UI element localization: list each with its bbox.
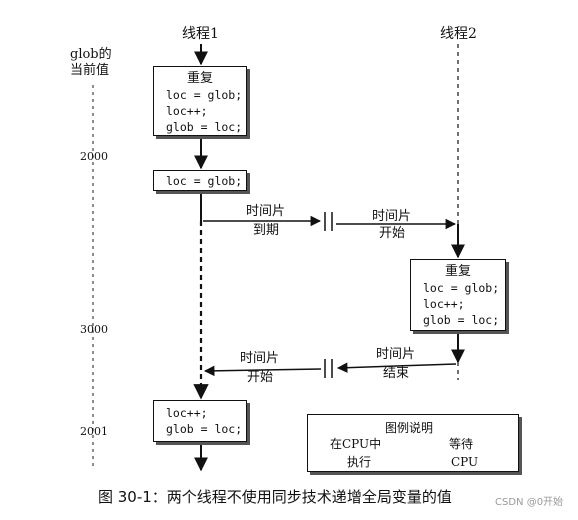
- code-line: loc = glob;: [166, 174, 243, 188]
- glob-value-3000: 3000: [80, 323, 108, 336]
- repeat-heading: 重复: [186, 71, 213, 86]
- switch2-left-arrow: [203, 365, 322, 377]
- event2-right-line2: 结束: [383, 366, 410, 381]
- event2-right-line1: 时间片: [376, 347, 416, 362]
- thread2-title: 线程2: [440, 26, 477, 42]
- code-line: loc = glob;: [423, 281, 500, 295]
- legend-running-top: 在CPU中: [330, 437, 382, 451]
- legend-title: 图例说明: [385, 421, 434, 435]
- event1-left-line1: 时间片: [246, 204, 286, 219]
- code-line: loc++;: [166, 406, 208, 420]
- legend-waiting-bottom: CPU: [451, 455, 479, 469]
- legend-running-bottom: 执行: [347, 455, 372, 469]
- code-line: glob = loc;: [166, 120, 243, 134]
- thread1-title: 线程1: [182, 26, 219, 42]
- code-line: loc++;: [423, 297, 465, 311]
- code-line: loc++;: [166, 104, 208, 118]
- event2-left-line2: 开始: [247, 370, 274, 385]
- event1-right-line1: 时间片: [372, 209, 412, 224]
- event1-right-line2: 开始: [379, 226, 406, 241]
- glob-value-2001: 2001: [80, 425, 108, 438]
- repeat-heading: 重复: [444, 264, 471, 279]
- glob-header-line1: glob的: [70, 47, 112, 62]
- glob-header-line2: 当前值: [70, 63, 110, 78]
- watermark: CSDN @0开始: [495, 497, 564, 508]
- switch2-right-arrow: [336, 362, 457, 373]
- thread1-increment-box: loc++; glob = loc;: [153, 400, 247, 442]
- figure-caption: 图 30-1：两个线程不使用同步技术递增全局变量的值: [98, 488, 452, 506]
- thread1-load-box: loc = glob;: [153, 170, 247, 191]
- glob-value-2000: 2000: [80, 150, 108, 163]
- code-line: glob = loc;: [166, 422, 243, 436]
- thread1-repeat-box: 重复 loc = glob; loc++; glob = loc;: [153, 66, 247, 136]
- code-line: glob = loc;: [423, 313, 500, 327]
- legend-waiting-top: 等待: [449, 437, 474, 451]
- event2-left-line1: 时间片: [240, 351, 280, 366]
- thread2-repeat-box: 重复 loc = glob; loc++; glob = loc;: [410, 259, 506, 331]
- event1-left-line2: 到期: [253, 223, 280, 238]
- legend-box: [307, 414, 519, 472]
- code-line: loc = glob;: [166, 88, 243, 102]
